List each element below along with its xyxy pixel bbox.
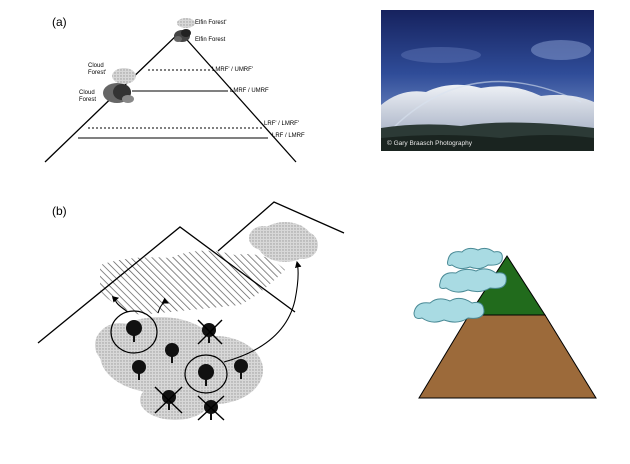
panel-a-label: (a) [52, 15, 67, 29]
hatched-cloud-zone [100, 250, 285, 315]
mountain-base [418, 314, 597, 399]
front-mountain-outline [37, 226, 296, 344]
arrow-to-upper-cloud [223, 260, 302, 363]
rainbow-arc [390, 80, 582, 131]
forest-circle-2 [184, 354, 228, 394]
arrow-up-left [111, 296, 129, 313]
photo-scene [381, 10, 594, 151]
elfin-forest-cloud-icon [174, 18, 195, 42]
label-lmrf-umrf-prime: LMRF' / UMRF' [212, 67, 253, 73]
label-lmrf-umrf: LMRF / UMRF [230, 88, 269, 94]
photo-credit: © Gary Braasch Photography [387, 140, 472, 147]
cloud-bank-icons [413, 247, 507, 323]
cross-marks [154, 319, 225, 421]
arrow-up-mid [157, 297, 169, 314]
forest-circle-1 [110, 310, 158, 354]
back-mountain-outline [217, 201, 345, 252]
label-lrf-lmrf: LRF / LMRF [272, 133, 305, 139]
cloud-forest-cloud-icon [103, 68, 136, 103]
label-lrf-lmrf-prime: LRF' / LMRF' [264, 121, 299, 127]
upper-cloud-icon [249, 222, 318, 262]
panel-b-diagram [37, 201, 345, 421]
cloud-forest-photo: © Gary Braasch Photography [381, 10, 594, 151]
simple-mountain-diagram [413, 247, 597, 399]
label-elfin-forest: Elfin Forest [195, 37, 226, 43]
panel-b-label: (b) [52, 204, 67, 218]
tree-icons [126, 320, 248, 420]
label-elfin-forest-prime: Elfin Forest' [195, 20, 227, 26]
